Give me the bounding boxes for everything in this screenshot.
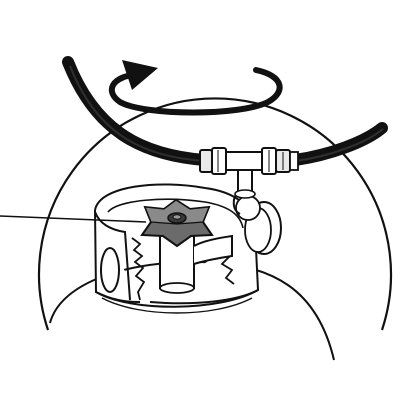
tee-fitting — [199, 147, 299, 175]
pressure-gauge — [235, 195, 282, 255]
rotate-arrow-icon — [108, 60, 283, 116]
regulator-pipe — [232, 167, 256, 215]
star-valve-knob — [140, 198, 214, 248]
gas-hose — [62, 56, 388, 166]
callout-leader-line — [0, 215, 147, 223]
magnifier-circle — [37, 97, 393, 331]
